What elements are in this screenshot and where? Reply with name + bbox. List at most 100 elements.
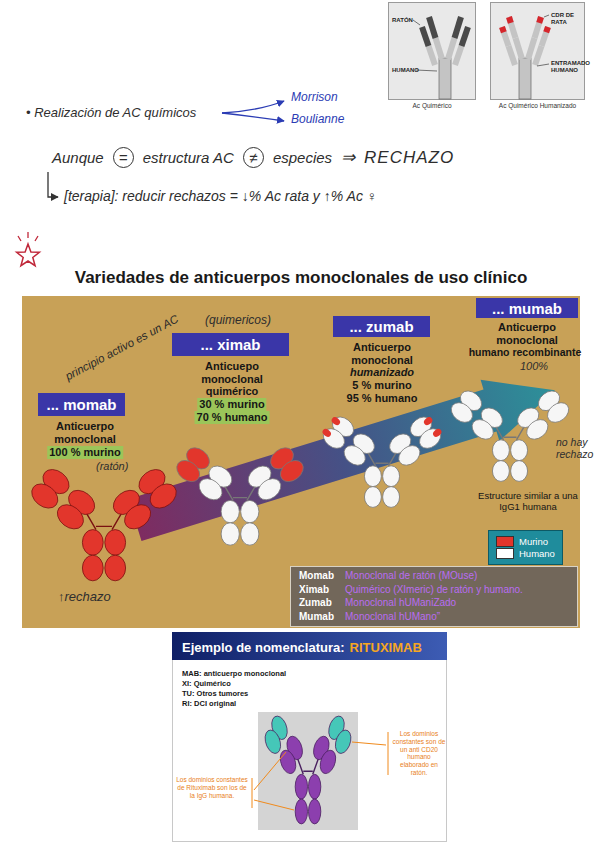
antibody-domain — [447, 399, 476, 427]
nomenclature-item: RI: DCI original — [182, 700, 236, 709]
text-row: Aunque=estructura AC≠especies⇒RECHAZO — [52, 147, 454, 168]
handwritten-note: [terapia]: reducir rechazos = ↓% Ac rata… — [64, 188, 377, 204]
antibody-domain — [340, 442, 369, 470]
antibody-domain — [492, 461, 509, 482]
branch-arrow — [222, 101, 284, 113]
antibody-domain — [511, 440, 528, 461]
circled-symbol: ≠ — [243, 147, 264, 168]
antibody-arm — [516, 38, 523, 59]
leader-line — [416, 70, 437, 71]
legend-label: Murino — [519, 536, 548, 547]
antibody-domain — [262, 725, 283, 758]
callout-bracket — [252, 732, 388, 810]
type-label: Anticuerpo monoclonal — [487, 321, 567, 346]
suffix-meaning: Monoclonal hUMano” — [345, 611, 569, 624]
percentage: 30 % murino — [197, 398, 266, 411]
nomenclature-box: MomabMonoclonal de ratón (MOuse)XimabQui… — [290, 566, 578, 627]
part-label: HUMANO — [392, 67, 419, 74]
leader-line — [537, 64, 549, 66]
antibody-domain — [468, 416, 497, 444]
handwritten-note: principio activo es un AC — [63, 313, 181, 384]
cdr-patch — [330, 416, 341, 427]
antibody-figure: RATÓNHUMANOAc Quimérico — [388, 2, 476, 100]
progress-arrow — [129, 380, 556, 541]
leader-line — [413, 20, 420, 25]
handwritten-word: estructura AC — [143, 149, 234, 166]
handwritten-note: (quimericos) — [205, 314, 271, 328]
antibody-domain — [295, 799, 307, 824]
percentage: 70 % humano — [195, 411, 270, 424]
implies-symbol: ⇒ — [341, 148, 355, 168]
antibody-drawing — [319, 413, 444, 507]
antibody-domain — [53, 500, 89, 534]
handwritten-word: RECHAZO — [364, 148, 454, 168]
antibody-drawing — [27, 465, 181, 581]
handwritten-note: ↑rechazo — [58, 590, 111, 605]
antibody-arm — [462, 27, 469, 46]
antibody-arm — [535, 46, 542, 65]
callout-text: Los dominios constantes de Rituximab son… — [176, 776, 248, 799]
antibody-arm — [542, 27, 549, 46]
suffix-text: ... momab — [46, 396, 116, 413]
drawing-part — [27, 380, 572, 581]
type-label: Anticuerpo monoclonal — [345, 341, 420, 366]
suffix-name: Zumab — [299, 597, 345, 610]
antibody-domain — [383, 466, 400, 487]
legend-box: MurinoHumano — [488, 530, 563, 565]
antibody-domain — [82, 555, 103, 581]
antibody-domain — [395, 442, 424, 470]
cdr-patch — [422, 416, 433, 427]
antibody-arm — [528, 38, 535, 59]
antibody-domain — [416, 425, 445, 453]
type-label: Anticuepo monoclonal quimérico — [195, 360, 270, 398]
antibody-stem — [439, 58, 451, 99]
panel-heading: Ejemplo de nomenclatura: — [182, 640, 345, 656]
antibody-drawing — [262, 711, 353, 824]
antibody-domain — [120, 500, 156, 534]
suffix-text: ... ximab — [200, 336, 260, 353]
figure-caption: Ac Quimérico Humanizado — [481, 102, 594, 109]
structure-note: Estructure similar a una IgG1 humana — [478, 491, 578, 513]
emphasis-strokes — [18, 232, 38, 241]
antibody-domain — [308, 799, 320, 824]
antibody-domain — [319, 425, 348, 453]
part-label: ENTRAMADO HUMANO — [551, 60, 585, 74]
percentage: 100 % murino — [47, 446, 123, 459]
antibody-domain — [383, 487, 400, 508]
panel-border — [173, 633, 447, 842]
antibody-arm — [535, 17, 542, 38]
antibody-drawing — [447, 387, 572, 481]
panel-heading: RITUXIMAB — [350, 640, 422, 656]
antibody-domain — [276, 456, 307, 486]
antibody-domain — [308, 774, 320, 799]
legend-row: Murino — [496, 536, 555, 547]
antibody-arm — [429, 17, 436, 38]
suffix-box: ... momab — [38, 393, 125, 416]
antibody-drawing — [173, 443, 308, 545]
suffix-text: ... mumab — [492, 300, 562, 317]
suffix-name: Momab — [299, 570, 345, 583]
slide-panel: Variedades de anticuerpos monoclonales d… — [22, 268, 580, 628]
author-name: Morrison — [291, 91, 338, 105]
antibody-arm — [429, 46, 436, 65]
slide-title: Variedades de anticuerpos monoclonales d… — [22, 268, 580, 296]
legend-swatch — [496, 548, 514, 559]
part-label: CDR DE RATA — [551, 12, 585, 26]
antibody-arm — [546, 27, 548, 32]
hook-arrow — [48, 172, 58, 197]
star-mark — [17, 244, 40, 266]
antibody-domain — [221, 500, 239, 522]
antibody-domain — [523, 416, 552, 444]
handwritten-word: Aunque — [52, 149, 104, 166]
antibody-arm — [455, 17, 462, 38]
antibody-stem — [519, 58, 531, 99]
antibody-domain — [492, 440, 509, 461]
type-label: Anticuerpo monoclonal — [48, 420, 122, 445]
suffix-name: Ximab — [299, 584, 345, 597]
antibody-domain — [511, 461, 528, 482]
suffix-box: ... ximab — [172, 333, 289, 356]
antibody-domain — [27, 479, 63, 513]
suffix-meaning: Monoclonal de ratón (MOuse) — [345, 570, 569, 583]
legend-row: Humano — [496, 548, 555, 559]
